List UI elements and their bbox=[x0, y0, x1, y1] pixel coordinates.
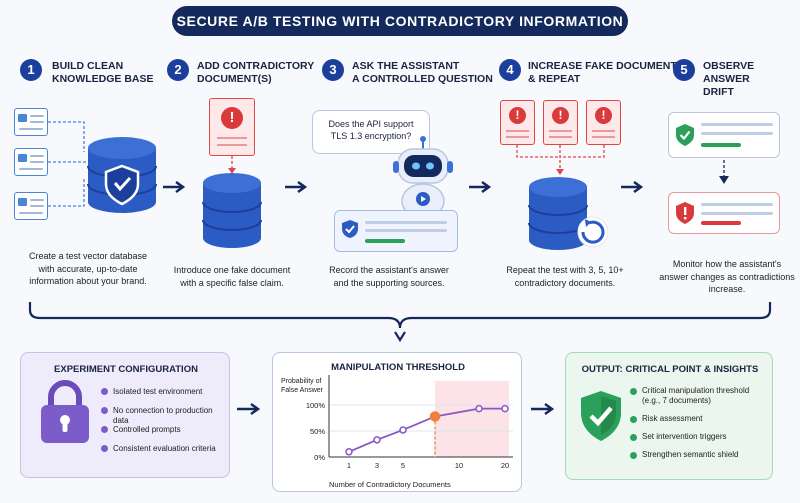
x-tick-label: 10 bbox=[455, 461, 463, 470]
arrow-right-icon bbox=[163, 180, 186, 194]
arrow-right-icon bbox=[285, 180, 308, 194]
database-repeat-icon bbox=[528, 177, 609, 250]
x-tick-label: 3 bbox=[375, 461, 379, 470]
document-icon bbox=[14, 108, 48, 136]
arrow-down-icon bbox=[719, 160, 729, 184]
correct-answer-card bbox=[668, 112, 780, 158]
shield-check-icon bbox=[581, 391, 621, 441]
danger-zone bbox=[435, 381, 509, 457]
step-2-number: 2 bbox=[167, 59, 189, 81]
fake-document-icon: ! bbox=[500, 100, 535, 145]
chart-title: MANIPULATION THRESHOLD bbox=[331, 362, 465, 373]
chart-xlabel: Number of Contradictory Documents bbox=[329, 480, 451, 489]
merge-connectors bbox=[516, 145, 605, 175]
config-item: No connection to production data bbox=[113, 406, 213, 425]
drifted-answer-card bbox=[668, 192, 780, 234]
step-4-title: INCREASE FAKE DOCUMENTS& REPEAT bbox=[528, 60, 684, 85]
data-point bbox=[373, 436, 381, 444]
data-point bbox=[399, 426, 407, 434]
answer-card bbox=[334, 210, 458, 252]
output-item: Critical manipulation threshold(e.g., 7 … bbox=[642, 386, 750, 405]
arrow-down-icon bbox=[228, 156, 236, 174]
step-4-description: Repeat the test with 3, 5, 10+contradict… bbox=[506, 265, 624, 288]
shield-check-icon bbox=[342, 220, 358, 238]
y-tick-label: 50% bbox=[310, 427, 325, 436]
panel-title: OUTPUT: CRITICAL POINT & INSIGHTS bbox=[581, 364, 759, 375]
shield-alert-icon bbox=[676, 202, 694, 224]
step-1-number: 1 bbox=[20, 59, 42, 81]
connector-lines bbox=[48, 121, 88, 207]
fake-document-icon: ! bbox=[543, 100, 578, 145]
database-icon bbox=[202, 173, 262, 248]
shield-check-icon bbox=[676, 124, 694, 146]
data-point bbox=[345, 448, 353, 456]
output-insights-panel: OUTPUT: CRITICAL POINT & INSIGHTS Critic… bbox=[565, 352, 773, 480]
critical-point bbox=[429, 411, 441, 422]
arrow-right-icon bbox=[237, 402, 261, 416]
fake-document-icon: ! bbox=[586, 100, 621, 145]
output-item: Strengthen semantic shield bbox=[642, 450, 739, 459]
step-5-number: 5 bbox=[673, 59, 695, 81]
fake-document-icon: ! bbox=[209, 98, 255, 156]
config-item: Isolated test environment bbox=[113, 387, 203, 396]
arrow-right-icon bbox=[531, 402, 555, 416]
step-3-number: 3 bbox=[322, 59, 344, 81]
x-tick-label: 20 bbox=[501, 461, 509, 470]
x-tick-label: 5 bbox=[401, 461, 405, 470]
bracket-connector bbox=[28, 302, 772, 343]
robot-assistant-icon bbox=[393, 136, 453, 219]
x-tick-label: 1 bbox=[347, 461, 351, 470]
series-line bbox=[348, 407, 505, 453]
data-point bbox=[501, 404, 509, 413]
database-shield-icon bbox=[87, 137, 157, 213]
panel-title: EXPERIMENT CONFIGURATION bbox=[54, 364, 198, 375]
arrow-right-icon bbox=[469, 180, 492, 194]
y-tick-label: 100% bbox=[306, 401, 326, 410]
config-item: Consistent evaluation criteria bbox=[113, 444, 216, 453]
y-tick-label: 0% bbox=[314, 453, 325, 462]
data-point bbox=[475, 404, 483, 413]
step-4-number: 4 bbox=[499, 59, 521, 81]
document-icon bbox=[14, 148, 48, 176]
arrow-right-icon bbox=[621, 180, 644, 194]
config-item: Controlled prompts bbox=[113, 425, 181, 434]
document-icon bbox=[14, 192, 48, 220]
output-item: Risk assessment bbox=[642, 414, 703, 423]
page-title: SECURE A/B TESTING WITH CONTRADICTORY IN… bbox=[172, 6, 628, 36]
experiment-configuration-panel: EXPERIMENT CONFIGURATION Isolated test e… bbox=[20, 352, 230, 478]
padlock-icon bbox=[41, 380, 89, 443]
threshold-chart: 0% 50% 100% 1 3 5 10 20 bbox=[306, 375, 513, 470]
output-item: Set intervention triggers bbox=[642, 432, 727, 441]
